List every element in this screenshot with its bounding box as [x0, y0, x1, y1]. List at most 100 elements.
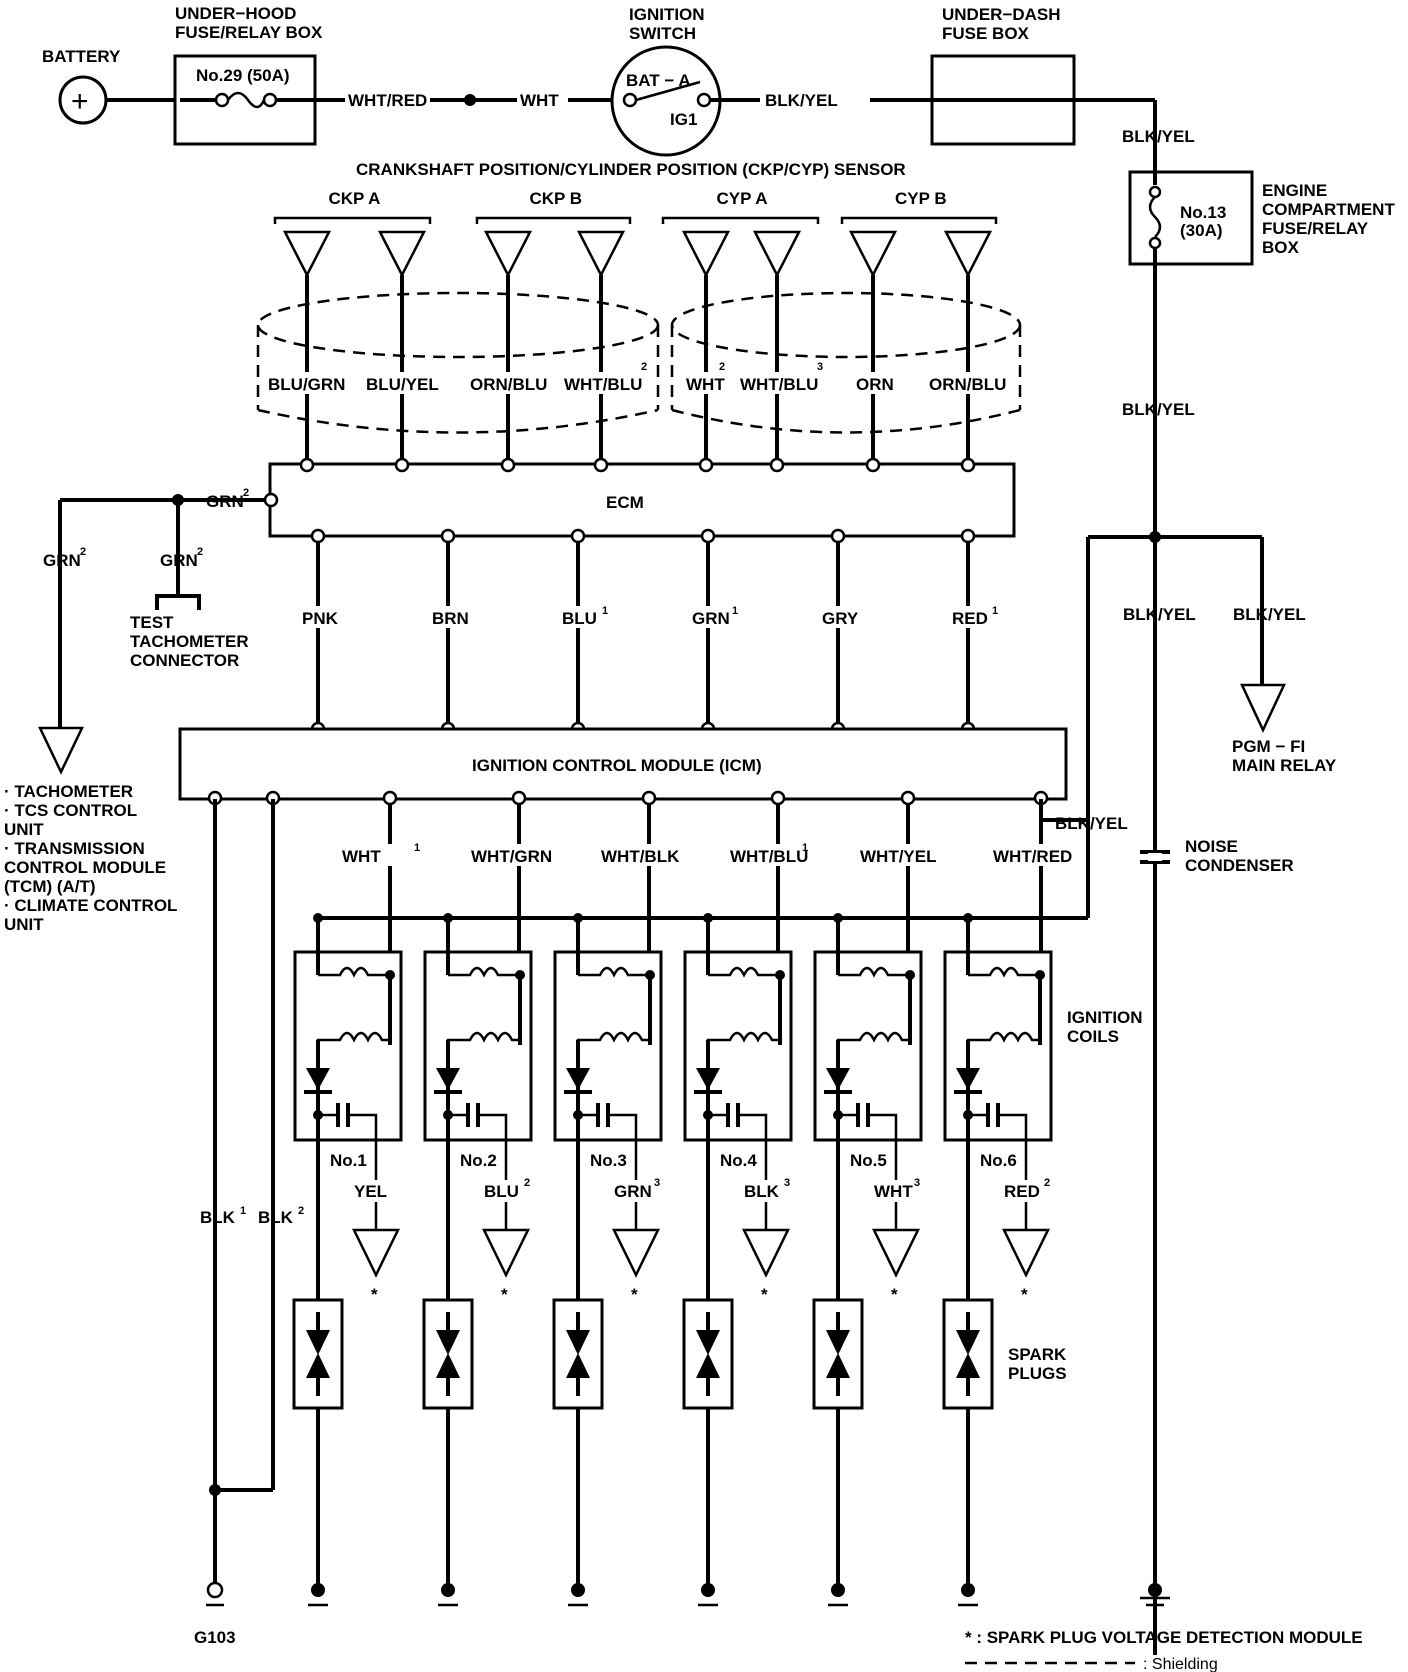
sensor-group-label: CYP A: [717, 189, 768, 208]
coil-wire-sup: 2: [1044, 1177, 1050, 1189]
right-branch: BLK/YEL BLK/YEL PGM − FI MAIN RELAY NOIS…: [1086, 531, 1337, 912]
right-branch-blk-yel-right: BLK/YEL: [1233, 605, 1306, 624]
legend: * : SPARK PLUG VOLTAGE DETECTION MODULE …: [965, 1628, 1363, 1672]
icm-label: IGNITION CONTROL MODULE (ICM): [472, 756, 762, 775]
spvdm-marker: *: [891, 1285, 898, 1304]
coil-wire-label-bg: [740, 1180, 798, 1202]
ecm-icm-wire-sup: 1: [732, 605, 738, 617]
coil-wire-label: BLU: [484, 1182, 519, 1201]
spvdm-marker: *: [501, 1285, 508, 1304]
icm-coil-wire-label: WHT: [342, 847, 381, 866]
legend-shielding: : Shielding: [1143, 1656, 1218, 1672]
primary-winding-icon: [318, 966, 390, 978]
ecm-icm-wire-label-bg: [560, 606, 620, 628]
ecm-icm-wire-label: GRN: [692, 609, 730, 628]
icm: IGNITION CONTROL MODULE (ICM): [178, 727, 1068, 801]
tach-destination-item: · TCS CONTROL: [4, 801, 137, 820]
coil-wire-label-bg: [350, 1180, 408, 1202]
coil-wire-label-bg: [610, 1180, 668, 1202]
spark-arrow-up-icon: [696, 1353, 720, 1378]
ecm-bottom-pin: [960, 528, 976, 544]
test-tach-1: TEST: [130, 613, 174, 632]
tach-destination-item: UNIT: [4, 820, 44, 839]
ecm-bottom-pin: [830, 528, 846, 544]
icm-coil-wire-sup: 1: [802, 842, 808, 854]
ecm-bottom-pin: [700, 528, 716, 544]
tach-grn-left: GRN: [43, 551, 81, 570]
ground-icon: [441, 1583, 455, 1597]
ecm-pin: [299, 457, 315, 473]
sensor-group-bracket: [273, 216, 432, 224]
ecm-icm-wire-label-bg: [950, 606, 1010, 628]
ecm-pin: [769, 457, 785, 473]
spark-arrow-up-icon: [306, 1353, 330, 1378]
tach-destination-item: (TCM) (A/T): [4, 877, 96, 896]
coil-junction: [385, 970, 395, 980]
sensor-wire-label: WHT/BLU: [564, 375, 642, 394]
spvdm-terminal-icon: [481, 1228, 531, 1278]
ecm-icm-wire-label-bg: [300, 606, 360, 628]
spvdm-marker: *: [371, 1285, 378, 1304]
fuse-no29-label: No.29 (50A): [196, 66, 290, 85]
engine-box-title-1: ENGINE: [1262, 181, 1327, 200]
coil-wire-sup: 2: [524, 1177, 530, 1189]
tachometer-connector-icon: [38, 726, 84, 775]
icm-coil-wire-label: WHT/BLK: [601, 847, 680, 866]
coil-wire-sup: 3: [654, 1177, 660, 1189]
sensor-wire-label: ORN/BLU: [929, 375, 1006, 394]
ground-icon: [571, 1583, 585, 1597]
ignition-switch: IGNITION SWITCH BAT − A IG1: [610, 5, 722, 157]
spvdm-terminal-icon: [741, 1228, 791, 1278]
icm-blk-yel-label: BLK/YEL: [1055, 814, 1128, 833]
spark-arrow-down-icon: [306, 1330, 330, 1355]
coil-wire-sup: 3: [914, 1177, 920, 1189]
diode-icon: [436, 1068, 460, 1090]
ecm-icm-wire-sup: 1: [992, 605, 998, 617]
primary-winding-icon: [448, 966, 520, 978]
spark-arrow-down-icon: [436, 1330, 460, 1355]
icm-output-pin: [770, 790, 786, 806]
main-ground: [1140, 1583, 1170, 1607]
ecm-pin: [698, 457, 714, 473]
ground-blk1-sup: 1: [240, 1205, 246, 1217]
tach-destination-item: CONTROL MODULE: [4, 858, 166, 877]
icm-ground: BLK 1 BLK 2 G103: [194, 799, 304, 1647]
icm-coil-wire-label-bg: [856, 844, 960, 866]
sensor-wire-label: ORN/BLU: [470, 375, 547, 394]
engine-box-title-2: COMPARTMENT: [1262, 200, 1395, 219]
icm-coil-wire-label-bg: [726, 844, 830, 866]
ecm-icm-wire-label-bg: [690, 606, 750, 628]
sensor-terminal-icon: [483, 230, 533, 278]
sensor-group-label: CYP B: [895, 189, 947, 208]
tach-destination-item: · TACHOMETER: [4, 782, 133, 801]
spark-arrow-up-icon: [826, 1353, 850, 1378]
icm-coil-wire-label: WHT/BLU: [730, 847, 808, 866]
spark-plugs-title-1: SPARK: [1008, 1345, 1067, 1364]
ignition-switch-title-2: SWITCH: [629, 24, 696, 43]
battery-label: BATTERY: [42, 47, 121, 66]
ecm-pin: [593, 457, 609, 473]
ecm-label: ECM: [606, 493, 644, 512]
icm-output-pin: [382, 790, 398, 806]
ground-icon: [961, 1583, 975, 1597]
sensor-wire-label: BLU/GRN: [268, 375, 345, 394]
ground-blk2: BLK: [258, 1208, 294, 1227]
coil-junction: [645, 970, 655, 980]
sensor-wire-label-bg: [736, 372, 822, 394]
wire-wht-red-label: WHT/RED: [348, 91, 427, 110]
coil-number: No.4: [720, 1151, 757, 1170]
sensor-terminal-icon: [377, 230, 427, 278]
spvdm-marker: *: [761, 1285, 768, 1304]
tach-destination-item: · TRANSMISSION: [4, 839, 145, 858]
spark-arrow-down-icon: [696, 1330, 720, 1355]
sensor-terminal-icon: [681, 230, 731, 278]
icm-coil-wire-label: WHT/YEL: [860, 847, 937, 866]
ecm-icm-wire-label: GRY: [822, 609, 859, 628]
ecm-grn-sup: 2: [243, 487, 249, 499]
noise-condenser-2: CONDENSER: [1185, 856, 1294, 875]
spark-arrow-down-icon: [956, 1330, 980, 1355]
ecm-bottom-pin: [570, 528, 586, 544]
coil-wire-label-bg: [1000, 1180, 1058, 1202]
